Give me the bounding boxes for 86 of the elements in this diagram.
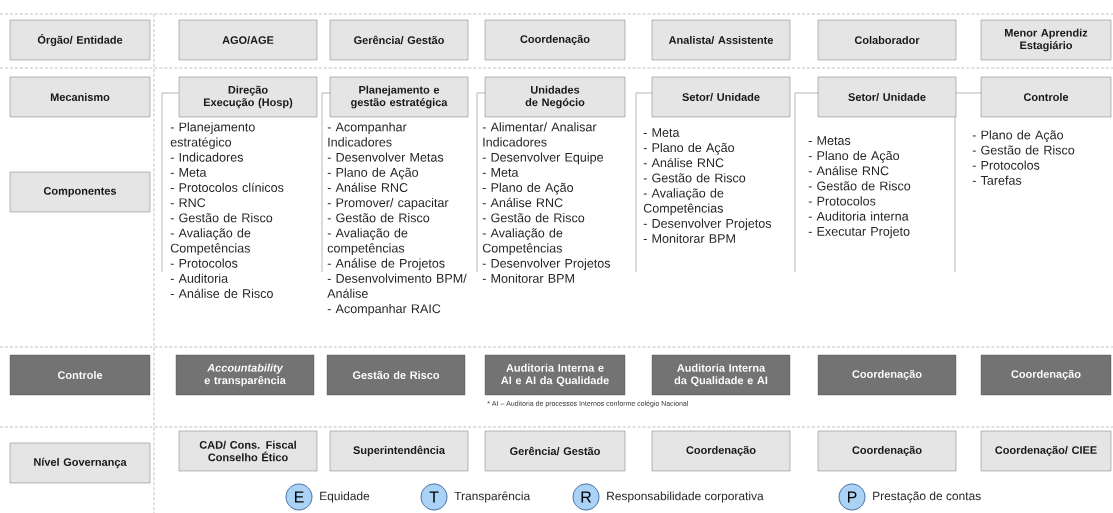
label-box: Órgão/ Entidade <box>9 19 151 61</box>
control-box: Coordenação <box>980 354 1112 396</box>
label-box: Setor/ Unidade <box>651 76 791 118</box>
control-box: Auditoria Interna e AI e AI da Qualidade <box>484 354 626 396</box>
node-label: - Auditoria interna <box>808 211 909 221</box>
node-label: - Plano de Ação <box>808 150 900 163</box>
node-label: - Gestão de Risco <box>643 173 746 183</box>
node-label: - Gestão de Risco <box>972 145 1075 155</box>
node-label: - Análise RNC <box>482 197 563 208</box>
control-box: Gestão de Risco <box>326 354 466 396</box>
label-box: Nível Governança <box>9 442 151 484</box>
node-label: - Análise RNC <box>327 182 408 192</box>
node-label: - Gestão de Risco <box>808 181 911 191</box>
node-label: - Indicadores <box>170 152 243 162</box>
legend-text: Equidade <box>320 491 370 503</box>
node-label: - Análise de Risco <box>170 288 273 298</box>
legend-text: Responsabilidade corporativa <box>607 491 764 503</box>
node-label: - Plano de Ação <box>482 182 574 195</box>
label-box: Componentes <box>9 171 151 213</box>
label-box: Colaborador <box>817 19 957 61</box>
label-box: Menor Aprendiz Estagiário <box>980 19 1112 61</box>
node-label: - Alimentar/ Analisar Indicadores <box>482 122 597 147</box>
label-box: Superintendência <box>329 430 469 472</box>
node-label: - Avaliação de Competências <box>482 228 563 256</box>
node-label: - Desenvolver Equipe <box>482 152 604 165</box>
node-label: - Gestão de Risco <box>327 213 430 223</box>
node-label: - Tarefas <box>972 175 1022 185</box>
control-box: Auditoria Interna da Qualidade e AI <box>651 354 791 396</box>
node-label: - Desenvolver Metas <box>327 152 444 162</box>
node-label: - Monitorar BPM <box>643 233 735 243</box>
label-box: Coordenação/ CIEE <box>980 430 1112 472</box>
label-box: Unidades de Negócio <box>484 76 626 118</box>
label-box: Mecanismo <box>9 76 151 118</box>
label-box: Controle <box>980 76 1112 118</box>
node-label: - Avaliação de Competências <box>170 228 251 256</box>
control-box: Controle <box>9 354 151 396</box>
control-box: Coordenação <box>817 354 957 396</box>
node-label: - Protocolos clínicos <box>170 182 284 192</box>
legend-text: Transparência <box>454 491 531 503</box>
node-label: - Análise de Projetos <box>327 258 445 271</box>
node-label: - Executar Projeto <box>808 226 910 239</box>
label-box: AGO/AGE <box>178 19 318 61</box>
label-box: Coordenação <box>484 19 626 61</box>
node-label: - Desenvolvimento BPM/ Análise <box>327 273 467 298</box>
node-label: - Auditoria <box>170 273 229 283</box>
label-box: Direção Execução (Hosp) <box>178 76 318 118</box>
node-label: - Acompanhar Indicadores <box>327 122 407 147</box>
node-label: - Plano de Ação <box>327 167 419 180</box>
node-label: - Meta <box>482 168 519 177</box>
node-label: - Monitorar BPM <box>482 273 574 283</box>
node-label: - Planejamento estratégico <box>170 122 255 150</box>
bullet-list: - Planejamento estratégico - Indicadores - Meta - Protocolos clínicos - RNC - Gestão de Risco - Avaliação de Competências - Protocolos - Auditoria - Análise de Risco <box>170 122 284 298</box>
node-label: - Protocolos <box>170 258 238 268</box>
node-label: - Análise RNC <box>643 157 724 168</box>
node-label: - Análise RNC <box>808 165 889 176</box>
bullet-list: - Acompanhar Indicadores - Desenvolver Metas - Plano de Ação - Análise RNC - Promover/ capacitar - Gestão de Risco - Avaliação de competências - Análise de Projetos - Desenvolvimento BPM/ Análise - Acompanhar RAIC <box>327 122 467 316</box>
label-box: Planejamento e gestão estratégica <box>329 76 469 118</box>
label-box: CAD/ Cons. Fiscal Conselho Ético <box>178 430 318 472</box>
node-label: - Gestão de Risco <box>482 213 585 223</box>
node-label: - Promover/ capacitar <box>327 197 449 210</box>
label-box: Coordenação <box>651 430 791 472</box>
bullet-list: - Plano de Ação - Gestão de Risco - Protocolos - Tarefas <box>972 130 1075 185</box>
node-label: - Gestão de Risco <box>170 213 273 223</box>
node-label: - RNC <box>170 198 206 208</box>
bullet-list: - Metas - Plano de Ação - Análise RNC - Gestão de Risco - Protocolos - Auditoria interna - Executar Projeto <box>808 136 911 239</box>
node-label: - Meta <box>643 128 680 137</box>
node-label: - Protocolos <box>808 196 876 206</box>
label-box: Setor/ Unidade <box>817 76 957 118</box>
node-label: - Desenvolver Projetos <box>643 218 772 231</box>
control-box: Accountability e transparência <box>175 354 315 396</box>
label-box: Gerência/ Gestão <box>329 19 469 61</box>
label-box: Analista/ Assistente <box>651 19 791 61</box>
node-label: - Protocolos <box>972 160 1040 170</box>
node-label: - Metas <box>808 136 851 145</box>
node-label: - Meta <box>170 168 207 177</box>
node-label: - Acompanhar RAIC <box>327 303 441 316</box>
node-label: - Plano de Ação <box>643 142 735 155</box>
node-label: - Desenvolver Projetos <box>482 258 611 271</box>
node-label: - Plano de Ação <box>972 130 1064 142</box>
label-box: Gerência/ Gestão <box>484 430 626 472</box>
bullet-list: - Meta - Plano de Ação - Análise RNC - Gestão de Risco - Avaliação de Competências - Desenvolver Projetos - Monitorar BPM <box>643 128 772 243</box>
node-label: - Avaliação de Competências <box>643 188 724 216</box>
bullet-list: - Alimentar/ Analisar Indicadores - Desenvolver Equipe - Meta - Plano de Ação - Análise RNC - Gestão de Risco - Avaliação de Competências - Desenvolver Projetos - Monitorar BPM <box>482 122 611 283</box>
legend-text: Prestação de contas <box>873 491 981 503</box>
node-label: - Avaliação de competências <box>327 228 408 256</box>
label-box: Coordenação <box>817 430 957 472</box>
